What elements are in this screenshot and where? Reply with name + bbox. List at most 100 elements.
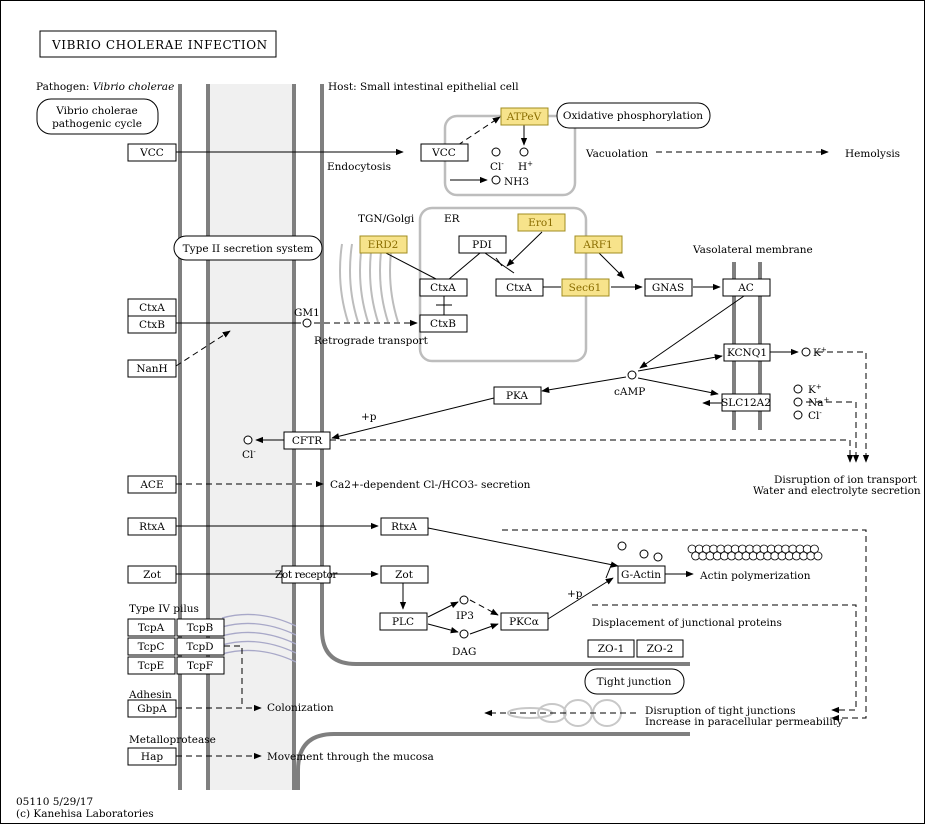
footer-version: 05110 5/29/17: [16, 796, 93, 808]
svg-text:GbpA: GbpA: [137, 703, 167, 715]
svg-text:VCC: VCC: [431, 147, 456, 159]
pathogenic-cycle-pill[interactable]: Vibrio cholerae pathogenic cycle: [36, 98, 159, 135]
node-ctxb-golgi[interactable]: CtxB: [419, 314, 468, 333]
camp-label: cAMP: [614, 386, 645, 398]
svg-text:TcpE: TcpE: [138, 660, 164, 672]
node-zo2[interactable]: ZO-2: [636, 639, 684, 658]
node-tcpc[interactable]: TcpC: [127, 637, 176, 656]
diagram-title: VIBRIO CHOLERAE INFECTION: [51, 38, 268, 52]
golgi-stack: [339, 243, 399, 323]
svg-text:Type II secretion system: Type II secretion system: [183, 243, 314, 255]
actin-bead: [810, 544, 819, 554]
node-gnas[interactable]: GNAS: [644, 278, 693, 297]
h-ion-vacuole: H+: [518, 160, 533, 173]
er-label: ER: [444, 213, 461, 225]
svg-text:PKA: PKA: [506, 390, 528, 402]
node-atpev[interactable]: ATPeV: [500, 107, 549, 126]
actin-polymerization-label: Actin polymerization: [699, 570, 811, 582]
svg-text:KCNQ1: KCNQ1: [727, 347, 767, 359]
node-tcpb[interactable]: TcpB: [176, 618, 225, 637]
svg-text:PDI: PDI: [472, 239, 492, 251]
node-tcpf[interactable]: TcpF: [176, 656, 225, 675]
disruption-ion-line1: Disruption of ion transport: [774, 474, 918, 486]
node-tcpe[interactable]: TcpE: [127, 656, 176, 675]
node-rtxa-host[interactable]: RtxA: [380, 517, 429, 536]
node-ac[interactable]: AC: [722, 278, 771, 297]
svg-text:TcpF: TcpF: [187, 660, 213, 672]
node-g-actin[interactable]: G-Actin: [617, 565, 666, 584]
host-lateral-membrane: [296, 732, 690, 790]
svg-text:Vibrio cholerae: Vibrio cholerae: [55, 105, 138, 117]
svg-text:CtxA: CtxA: [430, 282, 456, 294]
node-tcpd[interactable]: TcpD: [176, 637, 225, 656]
svg-text:CtxA: CtxA: [139, 302, 165, 314]
node-kcnq1[interactable]: KCNQ1: [723, 343, 771, 362]
svg-text:Zot receptor: Zot receptor: [275, 569, 338, 581]
node-erd2[interactable]: ERD2: [359, 235, 408, 254]
na-ion-slc: Na+: [808, 396, 829, 409]
svg-text:RtxA: RtxA: [391, 521, 417, 533]
node-ero1[interactable]: Ero1: [517, 213, 566, 232]
node-zot-receptor[interactable]: Zot receptor: [275, 565, 339, 584]
node-arf1[interactable]: ARF1: [574, 235, 623, 254]
node-cftr[interactable]: CFTR: [283, 431, 331, 450]
node-pka[interactable]: PKA: [493, 386, 542, 405]
node-vcc-pathogen[interactable]: VCC: [127, 143, 177, 162]
footer-copyright: (c) Kanehisa Laboratories: [16, 808, 154, 820]
vacuolation-label: Vacuolation: [585, 148, 648, 160]
k-ion-slc: K+: [808, 383, 822, 396]
node-zot[interactable]: Zot: [127, 565, 177, 584]
node-ace[interactable]: ACE: [127, 475, 177, 494]
node-ctxa-golgi[interactable]: CtxA: [419, 278, 468, 297]
plus-p-label-pkc: +p: [567, 588, 583, 600]
node-rtxa[interactable]: RtxA: [127, 517, 177, 536]
oxphos-pill[interactable]: Oxidative phosphorylation: [556, 102, 711, 129]
node-hap[interactable]: Hap: [127, 747, 177, 766]
node-ctxa-er[interactable]: CtxA: [495, 278, 544, 297]
tight-junction-pill[interactable]: Tight junction: [584, 668, 685, 695]
disruption-tj-line1: Disruption of tight junctions: [645, 705, 796, 717]
svg-text:RtxA: RtxA: [139, 521, 165, 533]
metalloprotease-label: Metalloprotease: [129, 734, 216, 746]
node-plc[interactable]: PLC: [379, 612, 428, 631]
type-iv-pilus-label: Type IV pilus: [129, 603, 199, 615]
node-zot-host[interactable]: Zot: [380, 565, 429, 584]
node-gbpa[interactable]: GbpA: [127, 699, 177, 718]
node-nanh[interactable]: NanH: [127, 359, 177, 378]
node-zo1[interactable]: ZO-1: [587, 639, 635, 658]
actin-filament: [687, 544, 823, 561]
cl-ion-slc: Cl-: [808, 409, 822, 422]
svg-text:Hap: Hap: [141, 751, 163, 763]
node-pkca[interactable]: PKCα: [500, 612, 549, 631]
plus-p-label-pka: +p: [361, 411, 377, 423]
node-ctxb[interactable]: CtxB: [127, 315, 177, 334]
pilus-fibers: [221, 613, 297, 663]
node-slc12a2[interactable]: SLC12A2: [721, 393, 771, 412]
type-ii-secretion-pill[interactable]: Type II secretion system: [173, 235, 323, 261]
host-apical-membrane: [320, 84, 690, 666]
svg-text:Sec61: Sec61: [569, 282, 602, 294]
svg-text:Ero1: Ero1: [528, 217, 554, 229]
small-molecules: [243, 147, 811, 639]
pathway-edges: [175, 116, 870, 760]
svg-text:Tight junction: Tight junction: [597, 676, 672, 688]
svg-text:ERD2: ERD2: [368, 239, 399, 251]
node-sec61[interactable]: Sec61: [561, 278, 610, 297]
hemolysis-label: Hemolysis: [845, 148, 900, 160]
endocytosis-label: Endocytosis: [327, 161, 391, 173]
svg-text:CtxB: CtxB: [430, 318, 456, 330]
svg-text:ZO-1: ZO-1: [598, 643, 625, 655]
svg-text:CtxA: CtxA: [506, 282, 532, 294]
node-tcpa[interactable]: TcpA: [127, 618, 176, 637]
svg-text:Zot: Zot: [395, 569, 414, 581]
node-vcc-host[interactable]: VCC: [420, 143, 469, 162]
node-pdi[interactable]: PDI: [458, 235, 507, 254]
gm1-label: GM1: [294, 307, 320, 319]
retrograde-label: Retrograde transport: [314, 335, 429, 347]
node-ctxa[interactable]: CtxA: [127, 298, 177, 317]
svg-text:TcpC: TcpC: [138, 641, 165, 653]
disruption-ion-line2: Water and electrolyte secretion: [753, 485, 921, 497]
svg-text:pathogenic cycle: pathogenic cycle: [52, 118, 142, 130]
svg-text:Zot: Zot: [143, 569, 162, 581]
tgn-golgi-label: TGN/Golgi: [358, 213, 415, 225]
